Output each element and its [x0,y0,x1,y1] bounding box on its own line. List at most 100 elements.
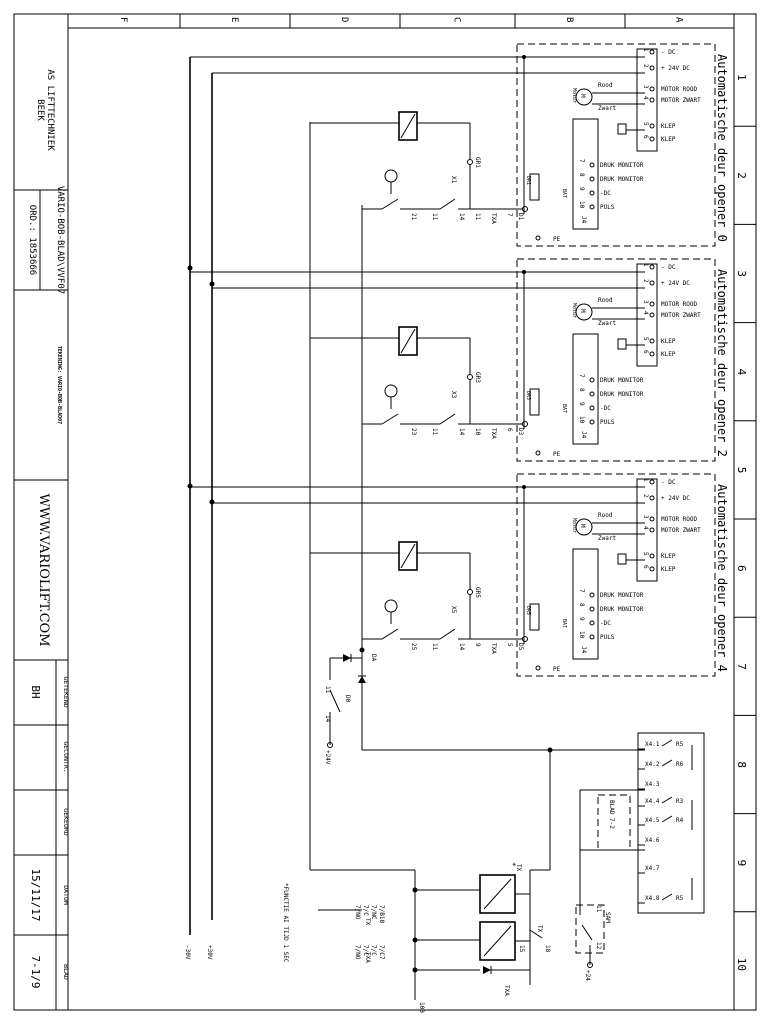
row-marker-8: 8 [735,761,748,768]
coil-slash [400,328,416,354]
motor-zwart-label: Zwart [598,105,616,112]
door-opener-modules: Automatische deur opener 01- DC2+ 24V DC… [190,43,729,677]
board-terminal [589,391,595,397]
diode-section: DA D0 11 14 +24V [324,647,645,765]
board-bat-label: BAT [561,404,567,413]
motor-rood-label: Rood [598,297,613,304]
motor-zwart-label: Zwart [598,535,616,542]
relay-ref-R5: R5 [676,741,684,748]
relay-contact [661,815,673,823]
tx-txa-section: * TX 15 18 TX TXA 100 *FUNCTIE AI TIJD 1… [282,862,551,1013]
terminal-number-2: 2 [642,279,649,283]
gr-label-GR5: GR5 [474,587,481,598]
opener-enclosure [516,43,716,247]
motor-m-label: M [579,524,586,528]
pin-label: 14 [458,428,465,436]
relay-row-X4.8: X4.8 [645,895,660,902]
pin-label: TXA [490,643,497,654]
board-j4-label: J4 [580,431,587,439]
board-pin-10: 10 [578,201,585,209]
pin-label: TXA [490,428,497,439]
board-pin-8: 8 [578,603,585,607]
terminal-screw [649,312,655,318]
relay-DR5 [529,603,540,631]
board-pin-8: 8 [578,388,585,392]
header-gecontr: GECONTR. [62,741,70,772]
motor-label: Motor [571,518,577,533]
relay-contact [661,739,673,747]
motor-label: Motor [571,88,577,103]
pin-label: 9 [474,643,481,647]
pin-label: TXA [490,213,497,224]
terminal-screw [649,264,655,270]
row-marker-9: 9 [735,860,748,867]
d0-label: D0 [344,695,351,703]
relay-label-DR5: DR5 [525,606,531,615]
board-label-10: PULS [600,634,615,641]
board-terminal [589,204,595,210]
tx-star: * [508,862,517,867]
terminal-screw [649,301,655,307]
terminal-number-1: 1 [642,48,649,52]
pe-label: PE [553,451,561,458]
terminal-number-6: 6 [642,565,649,569]
board-pin-10: 10 [578,631,585,639]
terminal-number-5: 5 [642,552,649,556]
title-block: AS LIFTTECHNIEK BEEK VARIO-BOB-BLAD\VVF0… [14,69,70,1010]
motor-m-label: M [579,94,586,98]
relay-row-X4.2: X4.2 [645,761,660,768]
motor-symbol [575,303,593,321]
row-marker-4: 4 [735,369,748,376]
gr-terminal [467,159,473,165]
terminal-label-2: + 24V DC [661,495,690,502]
diode-da-label: DA [370,654,377,662]
terminal-label-1: - DC [661,479,676,486]
relay-row-X4.6: X4.6 [645,837,660,844]
terminal-number-1: 1 [642,478,649,482]
website: WWW.VARIOLIFT.COM [36,493,51,646]
pin-label: 11 [474,213,481,221]
board-terminal [589,620,595,626]
contact-X3 [381,413,399,425]
tx-contact-list: 7/NO7/C7/NC7/B10 [354,905,385,923]
terminal-screw [649,86,655,92]
board-bat-label: BAT [561,619,567,628]
header-blad: BLAD [62,964,70,980]
relay-row-X4.3: X4.3 [645,781,660,788]
terminal-screw [649,479,655,485]
board-terminal [589,190,595,196]
terminal-number-6: 6 [642,135,649,139]
d0-pin11: 11 [324,686,331,694]
contact-d0 [329,689,341,713]
d0-pin14: 14 [324,715,331,723]
board-pin-8: 8 [578,173,585,177]
terminal-number-3: 3 [642,300,649,304]
board-pin-9: 9 [578,402,585,406]
terminal-screw [649,527,655,533]
pin-label: 5 [506,643,513,647]
diode-da-2 [358,676,366,683]
board-terminal [589,634,595,640]
coil-slash [400,113,416,139]
relay-ref-R5: R5 [676,895,684,902]
terminal-strip [636,263,658,367]
board-label-8: DRUK MONITOR [600,606,644,613]
pin-label: 25 [410,643,417,651]
relay-DR1 [529,173,540,201]
row-marker-5: 5 [735,467,748,474]
motor-label: Motor [571,303,577,318]
control-board [572,548,599,660]
relay-row-X4.7: X4.7 [645,865,660,872]
terminal-label-3: MOTOR ROOD [661,301,698,308]
motor-rood-label: Rood [598,82,613,89]
door-opener-2: Automatische deur opener 21- DC2+ 24V DC… [190,258,729,462]
column-marker-A: A [674,17,684,23]
relay-label-DR1: DR1 [525,176,531,185]
company-line2: BEEK [35,99,45,121]
pe-terminal [535,665,541,671]
tx-contact-list-label: TX [364,918,371,926]
terminal-screw [649,97,655,103]
tx-coil-label: TX [515,864,522,872]
rail-neg30v: -30V [184,945,191,960]
